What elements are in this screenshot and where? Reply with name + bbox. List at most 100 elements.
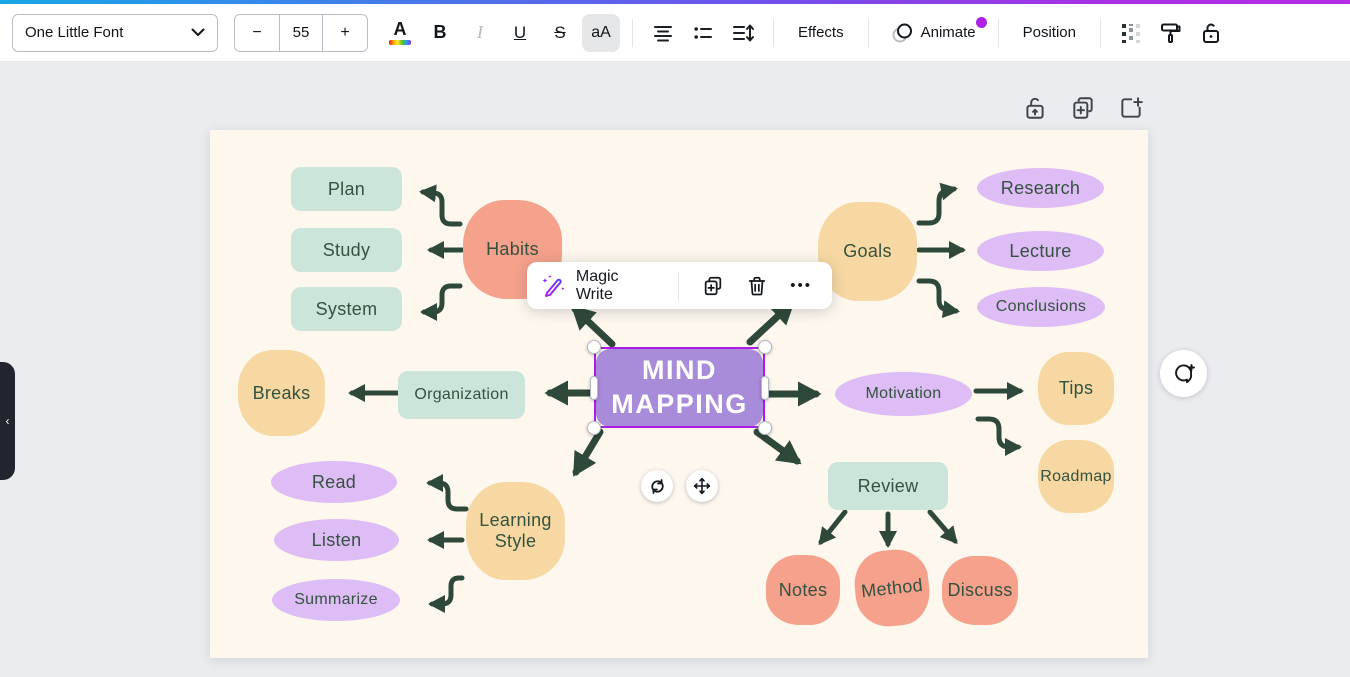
delete-button[interactable] [740, 269, 774, 303]
line-spacing-button[interactable] [725, 14, 761, 52]
node-read[interactable]: Read [271, 461, 397, 503]
font-family-value: One Little Font [25, 24, 124, 41]
sidebar-collapse-flap[interactable]: ‹ [0, 362, 15, 480]
node-label: Method [860, 574, 924, 601]
rotate-button[interactable] [641, 470, 673, 502]
magic-write-icon [542, 274, 565, 297]
node-label: Research [1000, 177, 1081, 198]
node-listen[interactable]: Listen [274, 519, 399, 561]
node-organization[interactable]: Organization [398, 371, 525, 419]
add-comment-button[interactable] [1160, 350, 1207, 397]
toolbar-divider [867, 18, 869, 47]
more-options-button[interactable]: ••• [790, 277, 812, 294]
strikethrough-button[interactable]: S [554, 22, 566, 42]
comment-plus-icon [1174, 363, 1195, 383]
node-tips[interactable]: Tips [1038, 352, 1114, 425]
page-lock-icon[interactable] [1022, 95, 1048, 121]
node-label: Tips [1058, 378, 1094, 398]
chevron-down-icon [191, 28, 205, 36]
node-label: System [315, 298, 378, 319]
bullet-list-icon [694, 26, 712, 39]
text-align-button[interactable] [645, 14, 681, 52]
page-actions [1022, 95, 1144, 121]
node-label: Plan [327, 178, 366, 199]
font-size-stepper: − 55 + [234, 13, 368, 52]
context-divider [677, 271, 679, 300]
node-lecture[interactable]: Lecture [977, 231, 1104, 271]
resize-handle-top-right[interactable] [758, 340, 772, 354]
rainbow-color-bar [389, 40, 411, 45]
move-button[interactable] [686, 470, 718, 502]
node-summarize[interactable]: Summarize [272, 579, 400, 621]
node-label-line1: MIND [642, 355, 717, 386]
node-label: Conclusions [995, 298, 1087, 315]
text-case-button[interactable]: aA [582, 13, 620, 52]
resize-handle-right[interactable] [761, 376, 769, 400]
node-label: Summarize [294, 591, 378, 608]
resize-handle-bottom-right[interactable] [758, 421, 772, 435]
node-label: Listen [311, 529, 362, 550]
node-label: Roadmap [1040, 467, 1112, 485]
resize-handle-bottom-left[interactable] [587, 421, 601, 435]
transparency-checkerboard-icon [1122, 23, 1140, 43]
node-mind-mapping[interactable]: MIND MAPPING [596, 349, 763, 427]
effects-button[interactable]: Effects [798, 24, 844, 41]
duplicate-page-icon[interactable] [1070, 95, 1096, 121]
node-label: Habits [486, 239, 539, 259]
node-review[interactable]: Review [828, 462, 948, 510]
toolbar-divider [632, 18, 633, 47]
font-family-select[interactable]: One Little Font [12, 13, 218, 52]
magic-write-label[interactable]: Magic Write [575, 267, 619, 303]
text-color-button[interactable]: A [382, 14, 418, 52]
node-label: Notes [778, 579, 828, 600]
font-size-decrease-button[interactable]: − [252, 23, 262, 41]
position-button[interactable]: Position [1022, 24, 1076, 41]
transparency-button[interactable] [1113, 14, 1149, 52]
node-label: Goals [843, 241, 892, 261]
bullet-list-button[interactable] [685, 14, 721, 52]
node-system[interactable]: System [291, 287, 402, 331]
connector-arrows [347, 182, 1025, 613]
add-page-icon[interactable] [1118, 95, 1144, 121]
node-label-line2: Style [494, 531, 537, 551]
design-page[interactable]: Plan Study System Habits Goals Research … [210, 130, 1148, 658]
font-size-value[interactable]: 55 [279, 14, 323, 51]
text-color-letter: A [393, 19, 407, 39]
duplicate-icon [705, 276, 722, 295]
canvas-work-area: Plan Study System Habits Goals Research … [0, 62, 1350, 676]
node-goals[interactable]: Goals [818, 202, 917, 301]
node-roadmap[interactable]: Roadmap [1038, 440, 1114, 513]
resize-handle-left[interactable] [590, 376, 598, 400]
italic-button[interactable]: I [477, 22, 483, 42]
align-center-icon [654, 25, 672, 41]
node-label: Organization [414, 386, 509, 403]
resize-handle-top-left[interactable] [587, 340, 601, 354]
font-size-increase-button[interactable]: + [340, 23, 350, 41]
node-label: Lecture [1009, 240, 1072, 261]
node-label: Discuss [947, 580, 1013, 600]
node-notes[interactable]: Notes [766, 555, 840, 625]
top-gradient-bar [0, 0, 1350, 4]
element-context-toolbar: Magic Write ••• [527, 262, 832, 309]
node-label-line2: MAPPING [611, 389, 748, 419]
node-label-line1: Learning [479, 510, 552, 530]
node-breaks[interactable]: Breaks [238, 350, 325, 436]
node-conclusions[interactable]: Conclusions [977, 287, 1105, 327]
node-label: Study [322, 239, 371, 260]
node-plan[interactable]: Plan [291, 167, 402, 211]
node-label: Breaks [252, 382, 311, 403]
lock-button[interactable] [1193, 14, 1229, 52]
animate-button[interactable]: Animate [881, 14, 987, 52]
node-learning-style[interactable]: Learning Style [466, 482, 565, 580]
line-spacing-icon [733, 24, 754, 41]
rotate-icon [650, 478, 664, 494]
bold-button[interactable]: B [433, 22, 447, 42]
node-study[interactable]: Study [291, 228, 402, 272]
underline-button[interactable]: U [513, 22, 527, 42]
node-discuss[interactable]: Discuss [942, 556, 1018, 625]
copy-style-button[interactable] [1153, 14, 1189, 52]
node-motivation[interactable]: Motivation [835, 372, 972, 416]
duplicate-button[interactable] [697, 269, 731, 303]
collapse-chevron: ‹ [5, 414, 10, 428]
node-research[interactable]: Research [977, 168, 1104, 208]
